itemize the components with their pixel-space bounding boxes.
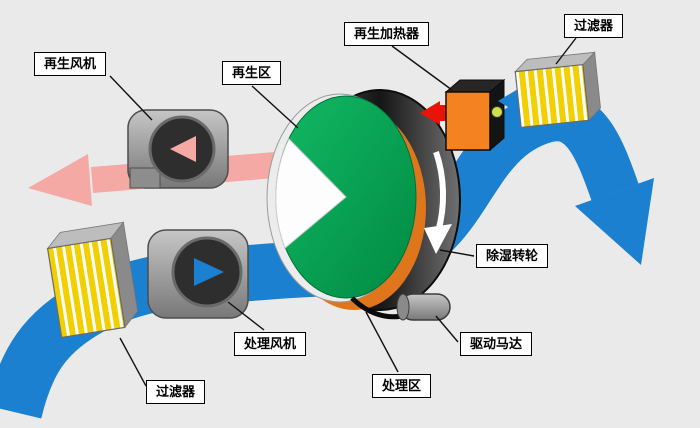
leader-lines — [109, 37, 577, 387]
wheel-rotation-arrowhead — [424, 224, 452, 254]
regen-heater — [444, 78, 506, 152]
leader-process-fan — [227, 301, 265, 331]
label-process-zone: 处理区 — [372, 374, 432, 398]
drive-motor — [396, 293, 451, 321]
leader-process-zone — [365, 311, 399, 373]
label-regen-heater: 再生加热器 — [344, 22, 430, 46]
filter-top — [514, 51, 601, 129]
process-fan-flow-arrow — [194, 258, 224, 286]
drive-motor-cap — [396, 293, 410, 321]
process-air-outlet-arrowhead — [575, 178, 654, 265]
process-fan — [147, 229, 249, 319]
label-desiccant-wheel: 除湿转轮 — [476, 244, 549, 268]
hot-air-arrowhead — [420, 101, 440, 125]
filter-bottom-front — [46, 237, 126, 339]
regen-fan — [127, 109, 229, 189]
regen-fan-flow-arrow — [170, 136, 196, 162]
leader-drive-motor — [435, 315, 459, 343]
regen-fan-base — [129, 167, 161, 189]
leader-regen-zone — [251, 85, 299, 129]
heater-indicator-light — [491, 106, 503, 118]
desiccant-wheel — [266, 89, 461, 311]
label-drive-motor: 驱动马达 — [460, 332, 533, 356]
heater-front — [445, 91, 491, 151]
label-regen-fan: 再生风机 — [34, 52, 107, 76]
regen-air-feed-arrowhead — [498, 89, 518, 113]
wheel-regen-sector — [275, 138, 347, 249]
regen-exhaust-arrowhead — [28, 154, 92, 206]
filter-bottom — [46, 221, 138, 339]
wheel-rotation-arrow — [433, 151, 447, 233]
label-filter-bottom: 过滤器 — [146, 380, 206, 404]
leader-filter-bottom — [119, 337, 147, 387]
filter-top-front — [514, 63, 590, 129]
leader-regen-fan — [109, 75, 153, 121]
label-filter-top: 过滤器 — [564, 14, 624, 38]
leader-regen-heater — [391, 45, 453, 91]
leader-filter-top — [555, 37, 577, 65]
label-regen-zone: 再生区 — [222, 61, 282, 85]
label-process-fan: 处理风机 — [234, 332, 307, 356]
leader-desiccant-wheel — [439, 249, 475, 257]
